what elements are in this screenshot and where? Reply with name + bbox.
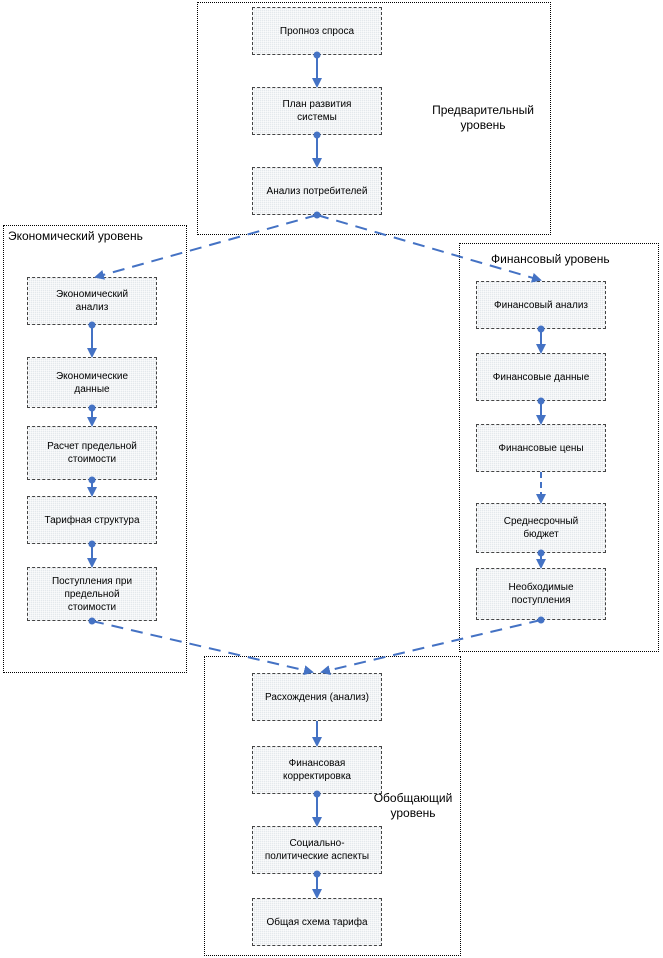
financial-data-box[interactable]: Финансовые данные xyxy=(476,353,606,401)
sociopolitical-aspects-box[interactable]: Социально- политические аспекты xyxy=(252,826,382,874)
summary-level-title: Обобщающий уровень xyxy=(373,791,453,820)
tariff-scheme-box[interactable]: Общая схема тарифа xyxy=(252,898,382,946)
marginal-cost-revenue-box[interactable]: Поступления при предельной стоимости xyxy=(27,567,157,621)
financial-level-title: Финансовый уровень xyxy=(491,252,610,266)
required-revenue-box[interactable]: Необходимые поступления xyxy=(476,568,606,620)
medium-term-budget-box[interactable]: Среднесрочный бюджет xyxy=(476,503,606,553)
demand-forecast-box[interactable]: Пропноз спроса xyxy=(252,7,382,55)
financial-analysis-box[interactable]: Финансовый анализ xyxy=(476,281,606,329)
discrepancy-analysis-box[interactable]: Расхождения (анализ) xyxy=(252,673,382,721)
financial-level-frame xyxy=(459,243,659,652)
consumer-analysis-box[interactable]: Анализ потребителей xyxy=(252,167,382,215)
financial-prices-box[interactable]: Финансовые цены xyxy=(476,424,606,472)
financial-adjustment-box[interactable]: Финансовая корректировка xyxy=(252,746,382,794)
economic-level-title: Экономический уровень xyxy=(8,229,143,243)
economic-data-box[interactable]: Экономические данные xyxy=(27,357,157,408)
system-development-plan-box[interactable]: План развития системы xyxy=(252,87,382,135)
preliminary-level-title: Предварительный уровень xyxy=(432,103,534,132)
economic-analysis-box[interactable]: Экономический анализ xyxy=(27,277,157,325)
marginal-cost-calc-box[interactable]: Расчет предельной стоимости xyxy=(27,426,157,480)
tariff-structure-box[interactable]: Тарифная структура xyxy=(27,496,157,544)
